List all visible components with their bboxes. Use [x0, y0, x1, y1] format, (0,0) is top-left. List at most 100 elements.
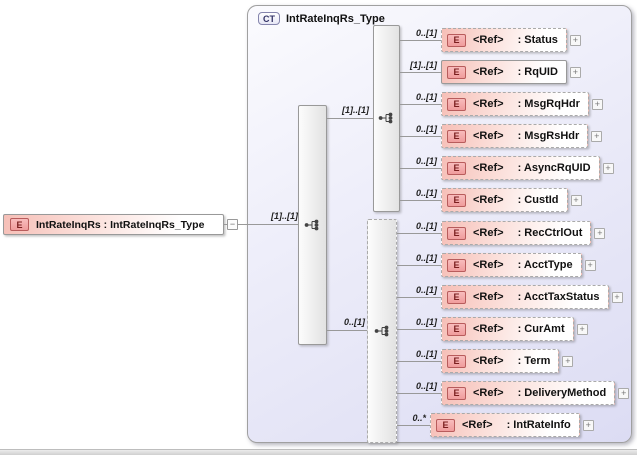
element-row: E<Ref>: Status+: [441, 28, 581, 52]
element-ref-label: <Ref>: [473, 387, 504, 399]
expand-button[interactable]: +: [594, 227, 606, 239]
element-row: E<Ref>: Term+: [441, 349, 574, 373]
horizontal-scrollbar[interactable]: [0, 449, 637, 455]
element-kind-badge: E: [447, 161, 466, 175]
connector-line: [400, 136, 441, 137]
element-ref-label: <Ref>: [473, 323, 504, 335]
collapse-button[interactable]: −: [227, 219, 238, 230]
element-row: E <Ref> : RqUID +: [441, 60, 581, 84]
element-cardinality-label: 0..[1]: [415, 381, 437, 391]
element-cardinality-label: 0..[1]: [415, 28, 437, 38]
expand-button[interactable]: +: [576, 323, 588, 335]
element-box[interactable]: E<Ref>: MsgRqHdr: [441, 92, 589, 116]
element-ref-label: <Ref>: [473, 162, 504, 174]
sequence-bar-group2: [367, 219, 397, 443]
element-box[interactable]: E <Ref> : AsyncRqUID: [441, 156, 600, 180]
element-cardinality-label: 0..[1]: [415, 317, 437, 327]
expand-button[interactable]: +: [570, 194, 582, 206]
connector-line: [397, 425, 430, 426]
element-kind-badge: E: [10, 218, 29, 231]
complex-type-header: CT IntRateInqRs_Type: [258, 12, 385, 25]
element-box[interactable]: E <Ref> : AcctType: [441, 253, 582, 277]
element-box[interactable]: E<Ref>: AcctTaxStatus: [441, 285, 609, 309]
expand-button[interactable]: +: [602, 162, 614, 174]
element-kind-badge: E: [447, 386, 466, 400]
element-ref-label: <Ref>: [473, 259, 504, 271]
connector-line: [327, 330, 367, 331]
element-row: E<Ref>: RecCtrlOut+: [441, 221, 606, 245]
connector-line: [397, 297, 441, 298]
element-name-label: : IntRateInfo: [506, 419, 571, 431]
expand-button[interactable]: +: [562, 355, 574, 367]
element-kind-badge: E: [447, 226, 466, 240]
element-name-label: : MsgRqHdr: [517, 98, 580, 110]
element-row: E<Ref>: CustId+: [441, 188, 582, 212]
expand-button[interactable]: +: [611, 291, 623, 303]
element-box[interactable]: E<Ref>: CurAmt: [441, 317, 574, 341]
element-kind-badge: E: [447, 290, 466, 304]
root-element-box[interactable]: E IntRateInqRs : IntRateInqRs_Type: [3, 214, 224, 235]
expand-button[interactable]: +: [569, 34, 581, 46]
element-kind-badge: E: [447, 65, 466, 79]
sequence-icon[interactable]: [304, 219, 320, 231]
expand-button[interactable]: +: [591, 130, 603, 142]
connector-line: [327, 118, 373, 119]
element-kind-badge: E: [447, 258, 466, 272]
element-box[interactable]: E<Ref>: IntRateInfo: [430, 413, 580, 437]
element-ref-label: <Ref>: [473, 130, 504, 142]
element-kind-badge: E: [447, 354, 466, 368]
element-name-label: : Status: [517, 34, 558, 46]
connector-line: [400, 72, 441, 73]
complex-type-title: IntRateInqRs_Type: [286, 12, 385, 25]
element-box[interactable]: E<Ref>: CustId: [441, 188, 568, 212]
element-name-label: : Term: [517, 355, 551, 367]
element-kind-badge: E: [447, 322, 466, 336]
element-cardinality-label: 0..[1]: [415, 92, 437, 102]
group-cardinality-label: [1]..[1]: [342, 105, 369, 115]
element-box[interactable]: E<Ref>: RecCtrlOut: [441, 221, 592, 245]
element-box[interactable]: E<Ref>: Status: [441, 28, 567, 52]
element-name-label: : CustId: [517, 194, 559, 206]
element-name-label: : MsgRsHdr: [517, 130, 580, 142]
element-box[interactable]: E<Ref>: DeliveryMethod: [441, 381, 616, 405]
element-box[interactable]: E <Ref> : MsgRsHdr: [441, 124, 589, 148]
root-element-label: IntRateInqRs : IntRateInqRs_Type: [36, 218, 205, 231]
connector-line: [400, 168, 441, 169]
expand-button[interactable]: +: [584, 259, 596, 271]
element-cardinality-label: 0..[1]: [415, 349, 437, 359]
element-ref-label: <Ref>: [473, 291, 504, 303]
expand-button[interactable]: +: [569, 66, 581, 78]
element-ref-label: <Ref>: [473, 227, 504, 239]
sequence-icon[interactable]: [378, 112, 394, 124]
element-box[interactable]: E<Ref>: Term: [441, 349, 560, 373]
expand-button[interactable]: +: [582, 419, 594, 431]
element-ref-label: <Ref>: [473, 98, 504, 110]
element-ref-label: <Ref>: [473, 66, 504, 78]
connector-line: [400, 104, 441, 105]
element-kind-badge: E: [447, 129, 466, 143]
element-row: E<Ref>: IntRateInfo+: [430, 413, 594, 437]
element-cardinality-label: 0..[1]: [415, 156, 437, 166]
connector-line: [397, 233, 441, 234]
element-cardinality-label: 0..[1]: [415, 188, 437, 198]
connector-line: [224, 224, 298, 225]
connector-line: [397, 265, 441, 266]
complex-type-badge: CT: [258, 12, 280, 25]
element-name-label: : RqUID: [517, 66, 558, 78]
connector-line: [397, 329, 441, 330]
element-row: E<Ref>: AcctTaxStatus+: [441, 285, 623, 309]
element-cardinality-label: 0..*: [412, 413, 426, 423]
element-name-label: : AcctType: [517, 259, 573, 271]
element-box[interactable]: E <Ref> : RqUID: [441, 60, 567, 84]
element-cardinality-label: 0..[1]: [415, 221, 437, 231]
sequence-icon[interactable]: [374, 325, 390, 337]
element-cardinality-label: [1]..[1]: [410, 60, 437, 70]
element-cardinality-label: 0..[1]: [415, 124, 437, 134]
element-kind-badge: E: [447, 193, 466, 207]
expand-button[interactable]: +: [591, 98, 603, 110]
element-row: E <Ref> : AsyncRqUID +: [441, 156, 614, 180]
expand-button[interactable]: +: [618, 387, 630, 399]
connector-line: [400, 200, 441, 201]
element-name-label: : AsyncRqUID: [517, 162, 591, 174]
